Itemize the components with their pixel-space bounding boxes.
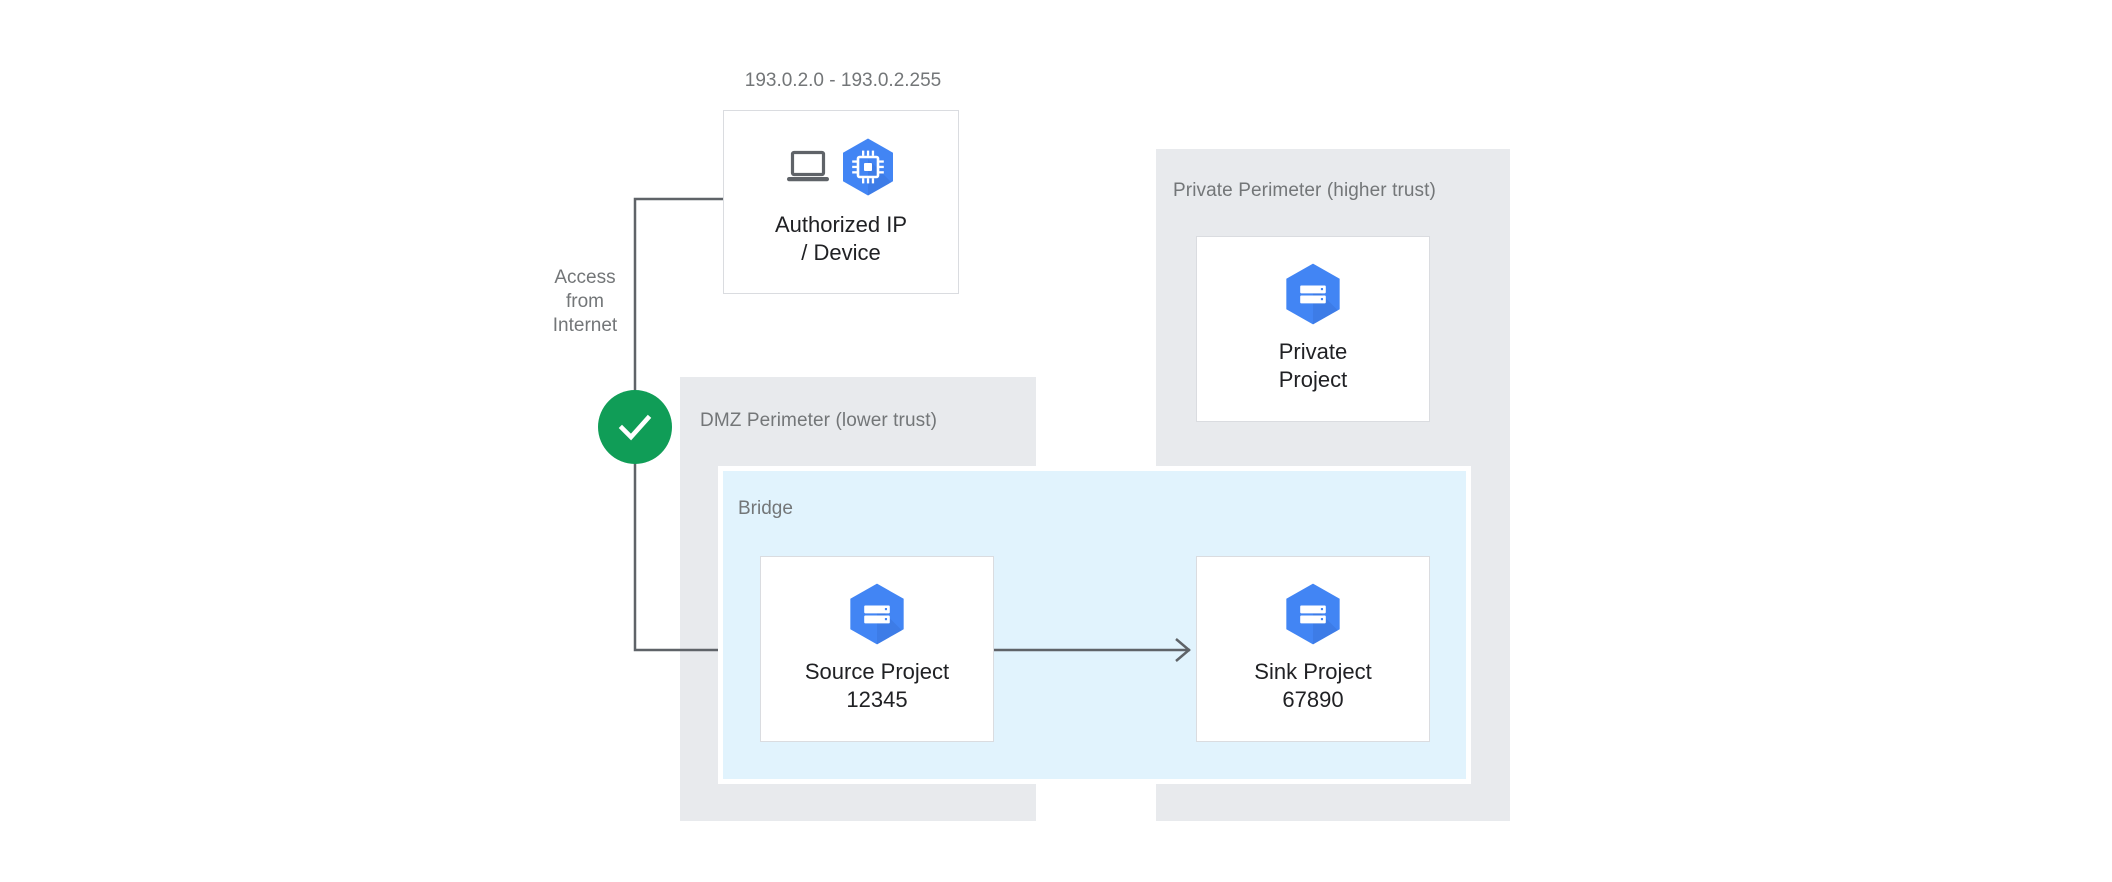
node-sink-project[interactable]: Sink Project 67890 [1196, 556, 1430, 742]
node-sink-label: Sink Project 67890 [1254, 659, 1372, 712]
node-authorized-label: Authorized IP / Device [774, 212, 908, 265]
node-sink-icons [1284, 582, 1342, 646]
connector-source-to-sink [994, 638, 1191, 662]
node-private-project[interactable]: Private Project [1196, 236, 1430, 422]
node-source-icons [848, 582, 906, 646]
node-authorized-ip-device[interactable]: Authorized IP / Device [723, 110, 959, 294]
perimeter-dmz-label: DMZ Perimeter (lower trust) [700, 410, 938, 431]
access-from-internet-label: Access from Internet [552, 267, 618, 336]
gcp-project-icon [1284, 582, 1342, 646]
node-authorized-icons [787, 137, 895, 197]
node-source-project[interactable]: Source Project 12345 [760, 556, 994, 742]
access-allowed-badge[interactable] [598, 390, 672, 464]
gcp-project-icon [848, 582, 906, 646]
gcp-compute-chip-icon [841, 137, 895, 197]
gcp-project-icon [1284, 262, 1342, 326]
perimeter-private-label: Private Perimeter (higher trust) [1173, 180, 1436, 201]
node-private-label: Private Project [1278, 339, 1348, 392]
bridge-label: Bridge [738, 498, 793, 519]
node-source-label: Source Project 12345 [804, 659, 950, 712]
check-circle-icon [613, 405, 657, 449]
node-private-icons [1284, 262, 1342, 326]
ip-range-caption: 193.0.2.0 - 193.0.2.255 [744, 70, 942, 91]
laptop-icon [787, 150, 829, 184]
